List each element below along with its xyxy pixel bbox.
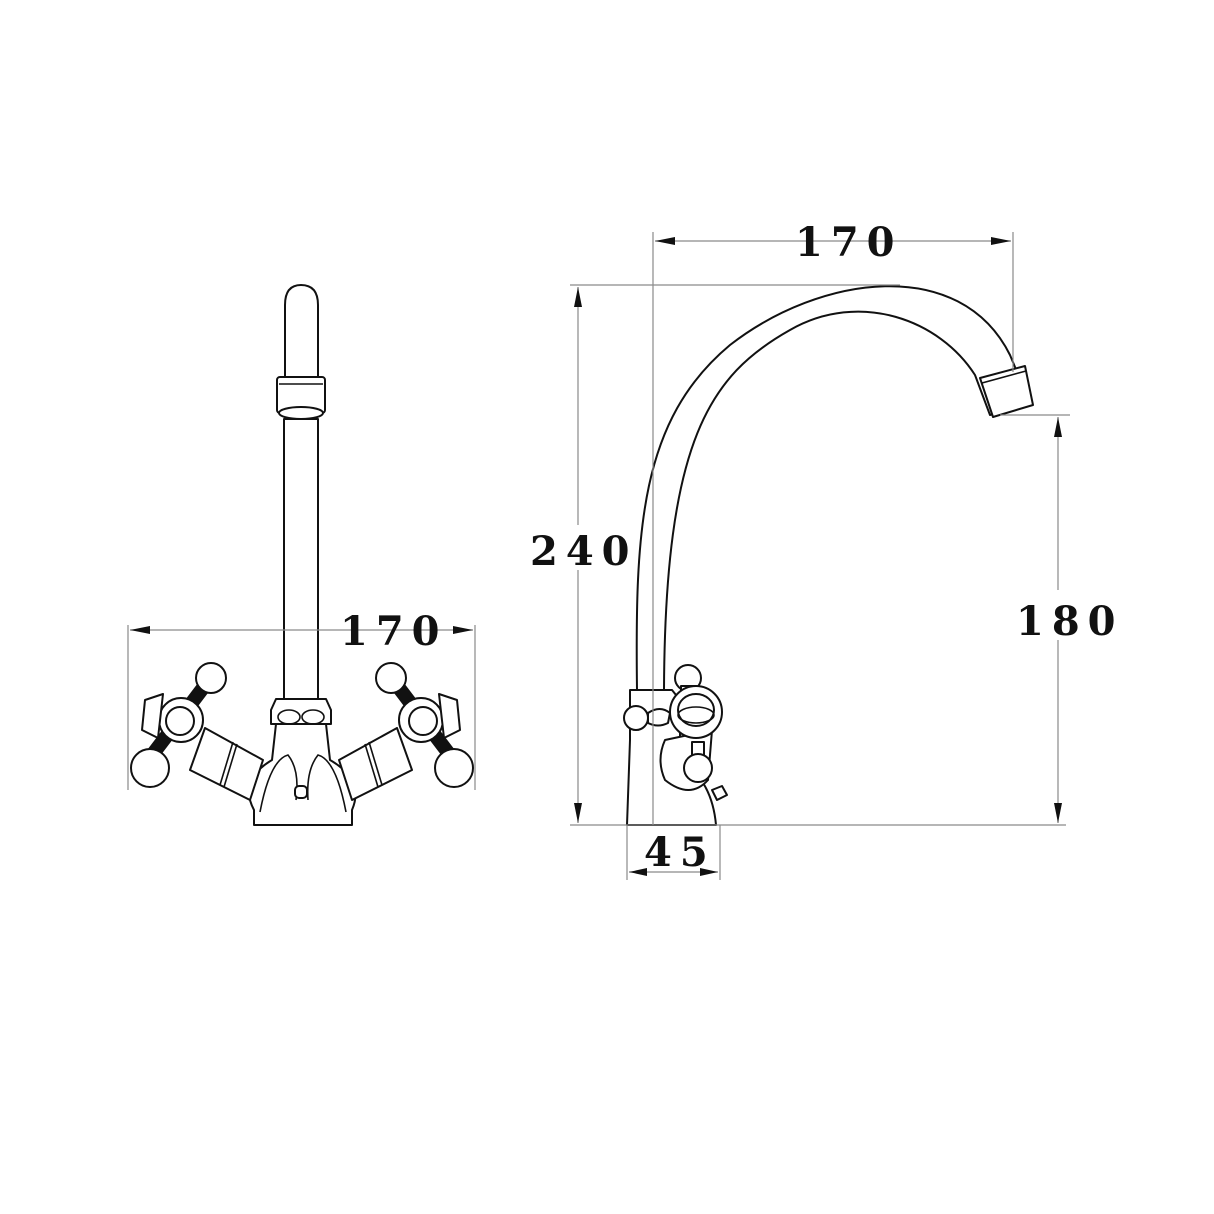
front-width-label: 170 [340, 608, 448, 655]
side-outlet-height-dimension: 180 [1000, 414, 1124, 823]
side-view: 170 240 180 45 [530, 219, 1124, 880]
side-handle [659, 664, 723, 791]
front-right-cross-handle [375, 662, 474, 788]
side-reach-label: 170 [795, 219, 903, 266]
front-width-dimension: 170 [127, 608, 476, 790]
side-outlet-height-label: 180 [1016, 598, 1124, 645]
front-view: 170 [127, 284, 476, 826]
side-spout [635, 285, 1034, 691]
front-riser-pipe [276, 284, 326, 700]
front-left-arm [189, 727, 264, 801]
side-base-label: 45 [644, 829, 716, 876]
side-height-dimension: 240 [530, 284, 900, 823]
front-right-arm [338, 727, 413, 801]
side-base-dimension: 45 [626, 825, 721, 880]
front-central-nut [270, 698, 332, 725]
front-left-cross-handle [130, 662, 227, 788]
front-body [247, 723, 357, 826]
side-reach-dimension: 170 [652, 219, 1014, 825]
side-height-label: 240 [530, 528, 638, 575]
